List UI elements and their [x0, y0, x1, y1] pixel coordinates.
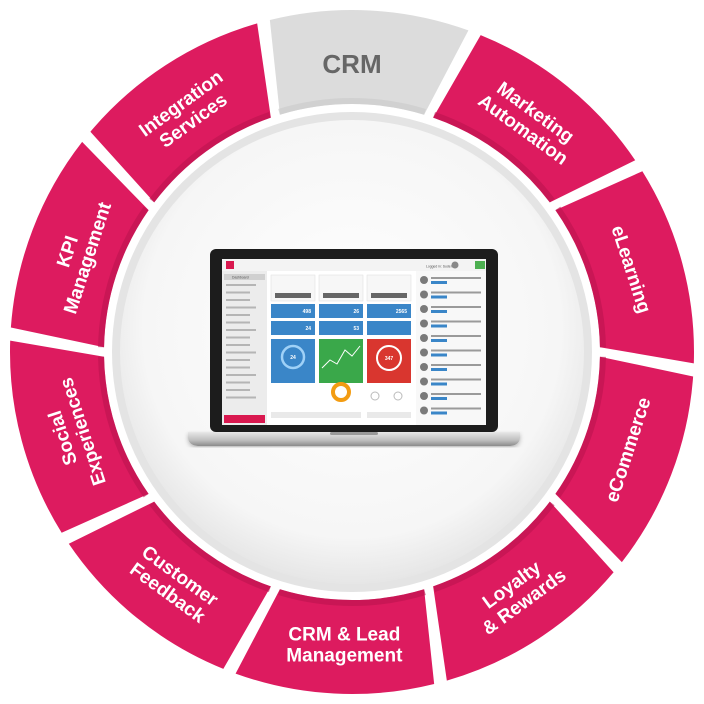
segment-integration-services	[90, 23, 271, 203]
feed-line	[431, 407, 481, 410]
stat-value-3: 2565	[396, 309, 407, 315]
sidebar-line	[226, 351, 256, 354]
feed-tag	[431, 339, 447, 342]
feed-tag	[431, 397, 447, 400]
feed-avatar	[420, 406, 428, 415]
sidebar-line	[226, 284, 256, 286]
feed-tag	[431, 368, 447, 371]
segment-customer-feedback	[68, 501, 271, 669]
topbar-status-badge	[475, 261, 485, 269]
segment-crm	[269, 10, 469, 115]
feed-avatar	[420, 334, 428, 342]
feed-tag	[431, 411, 447, 415]
segment-inner-shade	[98, 356, 149, 498]
feed-line	[431, 378, 481, 381]
segment-inner-shade	[278, 98, 426, 115]
feed-tag	[431, 310, 447, 313]
feed-line	[431, 291, 481, 294]
feed-avatar	[420, 377, 428, 386]
sidebar-line	[226, 396, 256, 399]
feed-tag	[431, 281, 447, 284]
feed-avatar	[420, 348, 428, 357]
sidebar-line	[226, 321, 250, 324]
feed-avatar	[420, 363, 428, 371]
segment-inner-shade	[555, 356, 606, 498]
segment-inner-shade	[278, 589, 426, 607]
stat-value-5: 53	[353, 326, 359, 332]
segment-kpi-management	[10, 141, 149, 348]
segment-inner-shade	[555, 206, 606, 348]
segment-crm-lead-management	[235, 589, 435, 694]
feed-line	[431, 335, 481, 337]
sidebar-line	[226, 359, 250, 361]
app-logo-icon	[226, 261, 234, 269]
laptop-illustration: Logged in: Sudent Dashboard 498	[188, 249, 520, 446]
crm-segment-label: CRM	[322, 49, 381, 79]
laptop-screen: Logged in: Sudent Dashboard 498	[222, 259, 486, 425]
stat-value-4: 24	[305, 326, 311, 332]
user-avatar	[451, 261, 459, 269]
stat-value-2: 26	[353, 309, 359, 315]
feed-tag	[431, 324, 447, 328]
segment-label-line: CRM & Lead	[288, 624, 400, 645]
sidebar-bottom-button	[224, 415, 265, 423]
segment-elearning	[555, 171, 694, 364]
activity-feed-panel	[416, 271, 486, 425]
feed-tag	[431, 295, 447, 299]
gauge-value-1: 24	[290, 355, 296, 361]
segment-inner-shade	[149, 501, 271, 593]
feed-line	[431, 349, 481, 352]
sidebar-line	[226, 381, 250, 384]
feed-avatar	[420, 319, 428, 328]
sidebar-line	[226, 389, 250, 391]
feed-line	[431, 364, 481, 366]
sidebar-line	[226, 344, 250, 346]
sidebar-line	[226, 366, 250, 369]
feed-line	[431, 320, 481, 323]
feed-avatar	[420, 276, 428, 284]
segment-inner-shade	[98, 206, 149, 348]
segment-inner-shade	[149, 111, 271, 203]
feed-line	[431, 393, 481, 395]
sidebar-items	[226, 284, 256, 399]
activity-feed-rows	[420, 276, 481, 415]
stat-value-1: 498	[303, 309, 312, 315]
segment-marketing-automation	[433, 35, 636, 203]
sidebar-line	[226, 374, 256, 376]
app-sidebar	[222, 271, 267, 425]
gauge-value-2: 347	[385, 356, 394, 362]
segment-loyalty-rewards	[433, 501, 614, 681]
segment-social-experiences	[10, 340, 149, 533]
feed-avatar	[420, 392, 428, 400]
feed-avatar	[420, 305, 428, 313]
content-widgets: 498 26 2565 24 53 24 347	[270, 274, 412, 418]
sidebar-line	[226, 336, 250, 339]
sidebar-line	[226, 329, 256, 331]
sidebar-line	[226, 299, 250, 301]
feed-line	[431, 306, 481, 308]
laptop-notch	[330, 432, 378, 435]
sidebar-line	[226, 306, 256, 309]
feed-avatar	[420, 290, 428, 299]
segment-label-line: Management	[286, 645, 403, 666]
laptop-base	[188, 432, 520, 446]
segment-ecommerce	[555, 356, 694, 563]
feed-tag	[431, 382, 447, 386]
feed-tag	[431, 353, 447, 357]
sidebar-line	[226, 291, 250, 294]
sidebar-item-dashboard: Dashboard	[232, 276, 249, 280]
segment-inner-shade	[433, 501, 555, 593]
segment-inner-shade	[433, 111, 555, 203]
wheel-segments	[10, 10, 694, 694]
topbar-user-text: Logged in: Sudent	[426, 265, 454, 269]
feed-line	[431, 277, 481, 279]
sidebar-line	[226, 314, 250, 316]
